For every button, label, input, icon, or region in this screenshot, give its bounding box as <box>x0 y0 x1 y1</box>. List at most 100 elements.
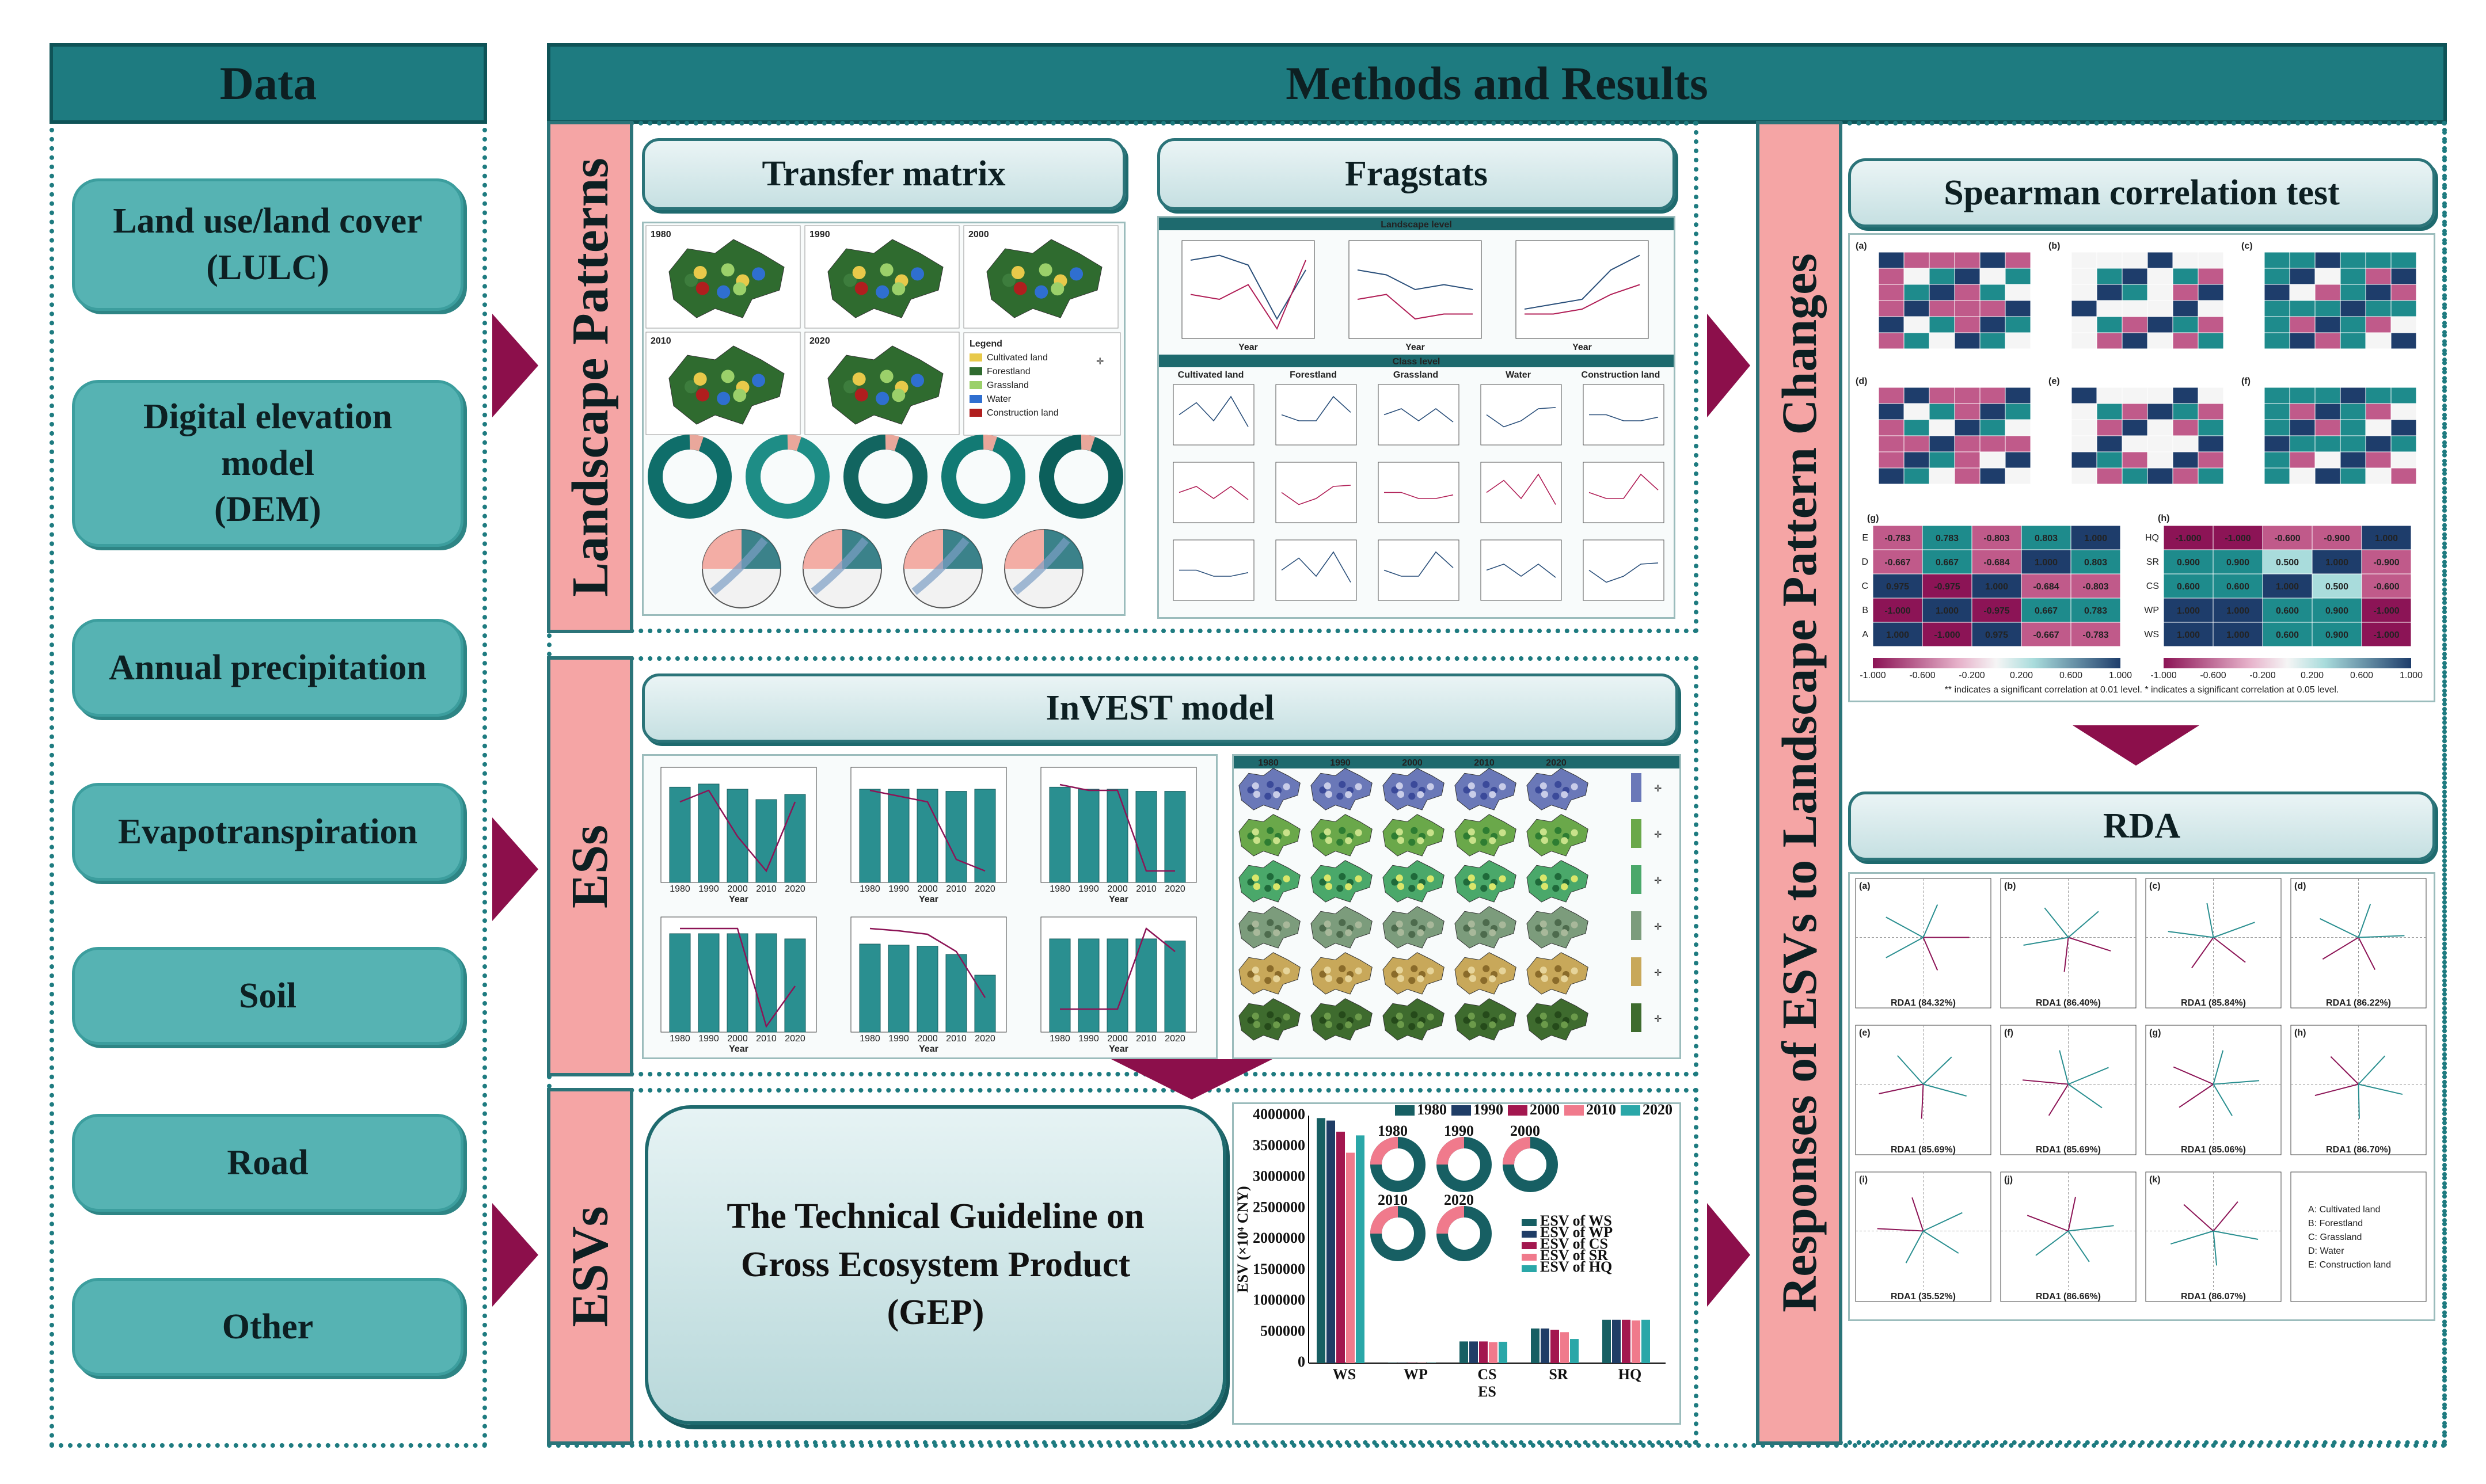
es-map-patch <box>1540 782 1547 790</box>
spearman-cell <box>2289 403 2316 420</box>
rda-legend-box <box>2290 1171 2427 1302</box>
spearman-cell <box>2361 549 2412 574</box>
spearman-cell <box>1954 387 1981 404</box>
rda-legend-label: D: Water <box>2308 1246 2344 1256</box>
esv-legend-swatch <box>1395 1105 1415 1116</box>
lulc-map-patch <box>843 380 857 394</box>
spearman-cell <box>2122 252 2148 269</box>
es-map-patch <box>1339 827 1346 834</box>
invest-xlabel: Year <box>1109 1044 1128 1054</box>
invest-bar <box>974 975 996 1033</box>
lulc-map-patch <box>911 267 925 281</box>
es-map-patch <box>1417 883 1424 891</box>
invest-year-tick: 1980 <box>1050 884 1070 894</box>
esv-y-tick: 500000 <box>1260 1322 1305 1339</box>
spearman-cell <box>2172 451 2199 469</box>
rda-x-label: RDA1 (86.22%) <box>2326 998 2391 1008</box>
es-map-patch <box>1463 786 1470 794</box>
spearman-cell <box>2096 316 2123 333</box>
spearman-cell <box>2314 252 2341 269</box>
data-item: Other <box>72 1278 463 1376</box>
spearman-cell <box>1878 316 1905 333</box>
invest-xlabel: Year <box>919 895 938 904</box>
spearman-cell <box>2264 316 2290 333</box>
spearman-panel-label: (d) <box>1856 376 1867 386</box>
invest-year-tick: 2020 <box>975 1034 995 1044</box>
es-map-patch <box>1273 975 1280 983</box>
spearman-cell <box>2071 419 2097 436</box>
chord-link <box>710 537 768 595</box>
spearman-cell <box>2340 403 2366 420</box>
es-map <box>1238 906 1301 949</box>
arrow-right-2 <box>492 817 538 921</box>
rda-vector <box>2358 935 2405 938</box>
spearman-value: 1.000 <box>2177 606 2200 616</box>
class-plot <box>1173 384 1255 446</box>
map-year: 2010 <box>651 336 671 346</box>
class-line <box>1486 473 1556 505</box>
lulc-map-patch <box>733 389 747 402</box>
es-map <box>1454 860 1516 903</box>
spearman-cell <box>1878 268 1905 285</box>
spearman-cell <box>2314 268 2341 285</box>
es-map-patch <box>1535 878 1542 886</box>
invest-bar <box>755 799 777 883</box>
maps-year: 2000 <box>1402 758 1423 768</box>
spearman-value: 0.600 <box>2177 582 2200 592</box>
esv-chart: 0500000100000015000002000000250000030000… <box>1234 1104 1672 1400</box>
spearman-cell <box>1903 332 1930 349</box>
spearman-panel-label: (b) <box>2048 241 2060 251</box>
rda-vector <box>2068 1067 2109 1085</box>
compass-icon: ✛ <box>1654 876 1662 886</box>
class-plot <box>1480 539 1562 601</box>
spearman-cell <box>2213 598 2263 623</box>
es-map-patch <box>1283 829 1290 836</box>
class-name: Grassland <box>1393 370 1438 380</box>
arrow-down-invest <box>1111 1059 1272 1099</box>
rda-vector <box>1886 937 1924 958</box>
spearman-cell <box>2070 573 2121 599</box>
map-year: 1980 <box>651 230 671 239</box>
spearman-cell <box>2005 435 2031 452</box>
landscape-level-label: Landscape level <box>1381 220 1452 230</box>
invest-bar <box>917 789 938 883</box>
es-map-patch <box>1561 929 1568 937</box>
es-map-patch <box>1480 1023 1488 1030</box>
rda-vector <box>1897 1055 1924 1085</box>
rda-vector <box>1923 1212 1963 1232</box>
class-line <box>1486 564 1556 578</box>
esv-donut-year: 2010 <box>1378 1192 1408 1208</box>
spearman-cell <box>2340 467 2366 485</box>
spearman-cell <box>2289 332 2316 349</box>
es-map-patch <box>1489 837 1496 844</box>
es-map-patch <box>1427 967 1434 975</box>
spearman-cell <box>2365 252 2392 269</box>
es-map-patch <box>1499 921 1506 929</box>
arrow-right-3 <box>492 1203 538 1307</box>
es-map-patch <box>1427 921 1434 929</box>
lulc-map-patch <box>717 391 731 405</box>
spearman-cell <box>2147 467 2173 485</box>
spearman-cell <box>1903 435 1930 452</box>
spearman-cell <box>2264 435 2290 452</box>
es-map-patch <box>1483 827 1490 834</box>
rda-panel-label: (f) <box>2004 1028 2013 1038</box>
map-colorbar <box>1631 819 1641 848</box>
es-map-patch <box>1499 875 1506 882</box>
es-map-patch <box>1319 832 1326 840</box>
spearman-cell <box>2122 268 2148 285</box>
invest-year-tick: 2000 <box>917 1034 938 1044</box>
es-map-patch <box>1571 829 1578 836</box>
es-map-patch <box>1499 783 1506 790</box>
invest-bar <box>784 794 806 883</box>
spearman-cell <box>1903 419 1930 436</box>
esv-bar <box>1336 1131 1345 1363</box>
es-map-patch <box>1483 919 1490 926</box>
map-colorbar <box>1631 1003 1641 1032</box>
chord-link <box>811 537 869 595</box>
es-map-patch <box>1283 967 1290 975</box>
invest-year-tick: 2020 <box>975 884 995 894</box>
class-plot <box>1583 462 1664 523</box>
es-map-patch <box>1396 920 1403 928</box>
